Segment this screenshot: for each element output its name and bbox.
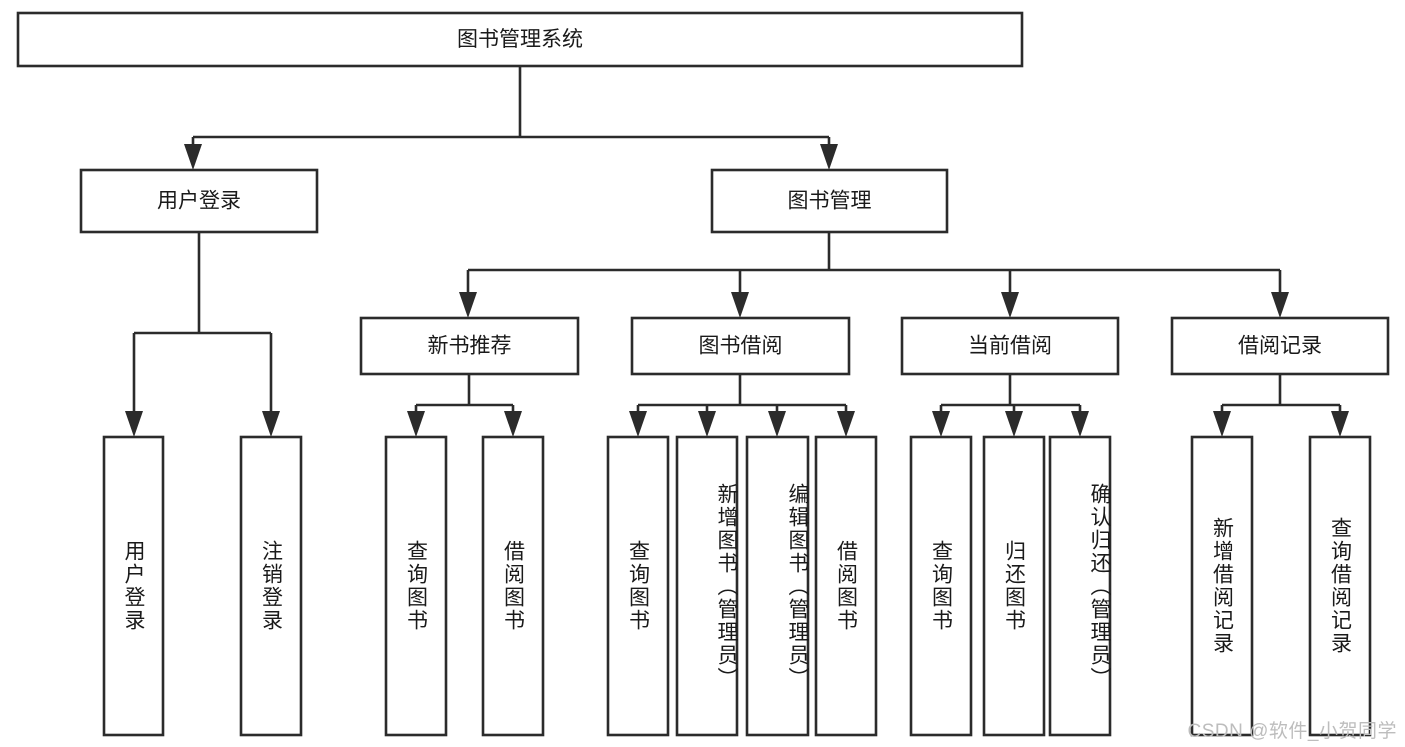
arrow-head-icon bbox=[262, 411, 280, 437]
node-book-borrow[interactable] bbox=[630, 316, 851, 376]
arrow-head-icon bbox=[125, 411, 143, 437]
leaf-leaf-user-logout[interactable] bbox=[239, 435, 303, 737]
arrow-head-icon bbox=[407, 411, 425, 437]
arrow-head-icon bbox=[504, 411, 522, 437]
node-label-current-borrow: 当前借阅 bbox=[968, 335, 1052, 358]
leaf-leaf-confirm-return-admin[interactable] bbox=[1048, 435, 1112, 737]
arrow-head-icon bbox=[1001, 292, 1019, 318]
node-current-borrow[interactable] bbox=[900, 316, 1120, 376]
arrow-head-icon bbox=[1071, 411, 1089, 437]
node-label-book-borrow: 图书借阅 bbox=[699, 335, 783, 358]
node-label-root: 图书管理系统 bbox=[457, 28, 583, 51]
node-book-manage[interactable] bbox=[710, 168, 949, 234]
arrow-head-icon bbox=[1331, 411, 1349, 437]
leaf-leaf-query-book-borrow[interactable] bbox=[606, 435, 670, 737]
arrow-head-icon bbox=[1213, 411, 1231, 437]
node-new-book-recommend[interactable] bbox=[359, 316, 580, 376]
node-borrow-record[interactable] bbox=[1170, 316, 1390, 376]
arrow-head-icon bbox=[820, 144, 838, 170]
node-root[interactable] bbox=[16, 11, 1024, 68]
connector-edges bbox=[125, 66, 1349, 437]
leaf-leaf-user-login[interactable] bbox=[102, 435, 165, 737]
arrow-head-icon bbox=[1005, 411, 1023, 437]
leaf-leaf-borrow-book[interactable] bbox=[814, 435, 878, 737]
arrow-head-icon bbox=[932, 411, 950, 437]
csdn-watermark: CSDN @软件_小贺同学 bbox=[1187, 721, 1397, 742]
arrow-head-icon bbox=[768, 411, 786, 437]
node-label-new-book-recommend: 新书推荐 bbox=[428, 335, 512, 358]
arrow-head-icon bbox=[184, 144, 202, 170]
node-label-user-login: 用户登录 bbox=[157, 190, 241, 213]
leaf-leaf-query-borrow-record[interactable] bbox=[1308, 435, 1372, 737]
arrow-head-icon bbox=[837, 411, 855, 437]
arrow-head-icon bbox=[731, 292, 749, 318]
leaf-leaf-query-book-recommend[interactable] bbox=[384, 435, 448, 737]
arrow-head-icon bbox=[1271, 292, 1289, 318]
arrow-head-icon bbox=[629, 411, 647, 437]
leaf-leaf-edit-book-admin[interactable] bbox=[745, 435, 810, 737]
node-user-login[interactable] bbox=[79, 168, 319, 234]
arrow-head-icon bbox=[459, 292, 477, 318]
node-boxes bbox=[16, 11, 1390, 737]
leaf-leaf-add-borrow-record[interactable] bbox=[1190, 435, 1254, 737]
node-label-borrow-record: 借阅记录 bbox=[1238, 335, 1322, 358]
arrow-head-icon bbox=[698, 411, 716, 437]
leaf-leaf-add-book-admin[interactable] bbox=[675, 435, 739, 737]
leaf-leaf-query-book-current[interactable] bbox=[909, 435, 973, 737]
leaf-leaf-borrow-book-recommend[interactable] bbox=[481, 435, 545, 737]
node-label-book-manage: 图书管理 bbox=[788, 190, 872, 213]
leaf-leaf-return-book[interactable] bbox=[982, 435, 1046, 737]
